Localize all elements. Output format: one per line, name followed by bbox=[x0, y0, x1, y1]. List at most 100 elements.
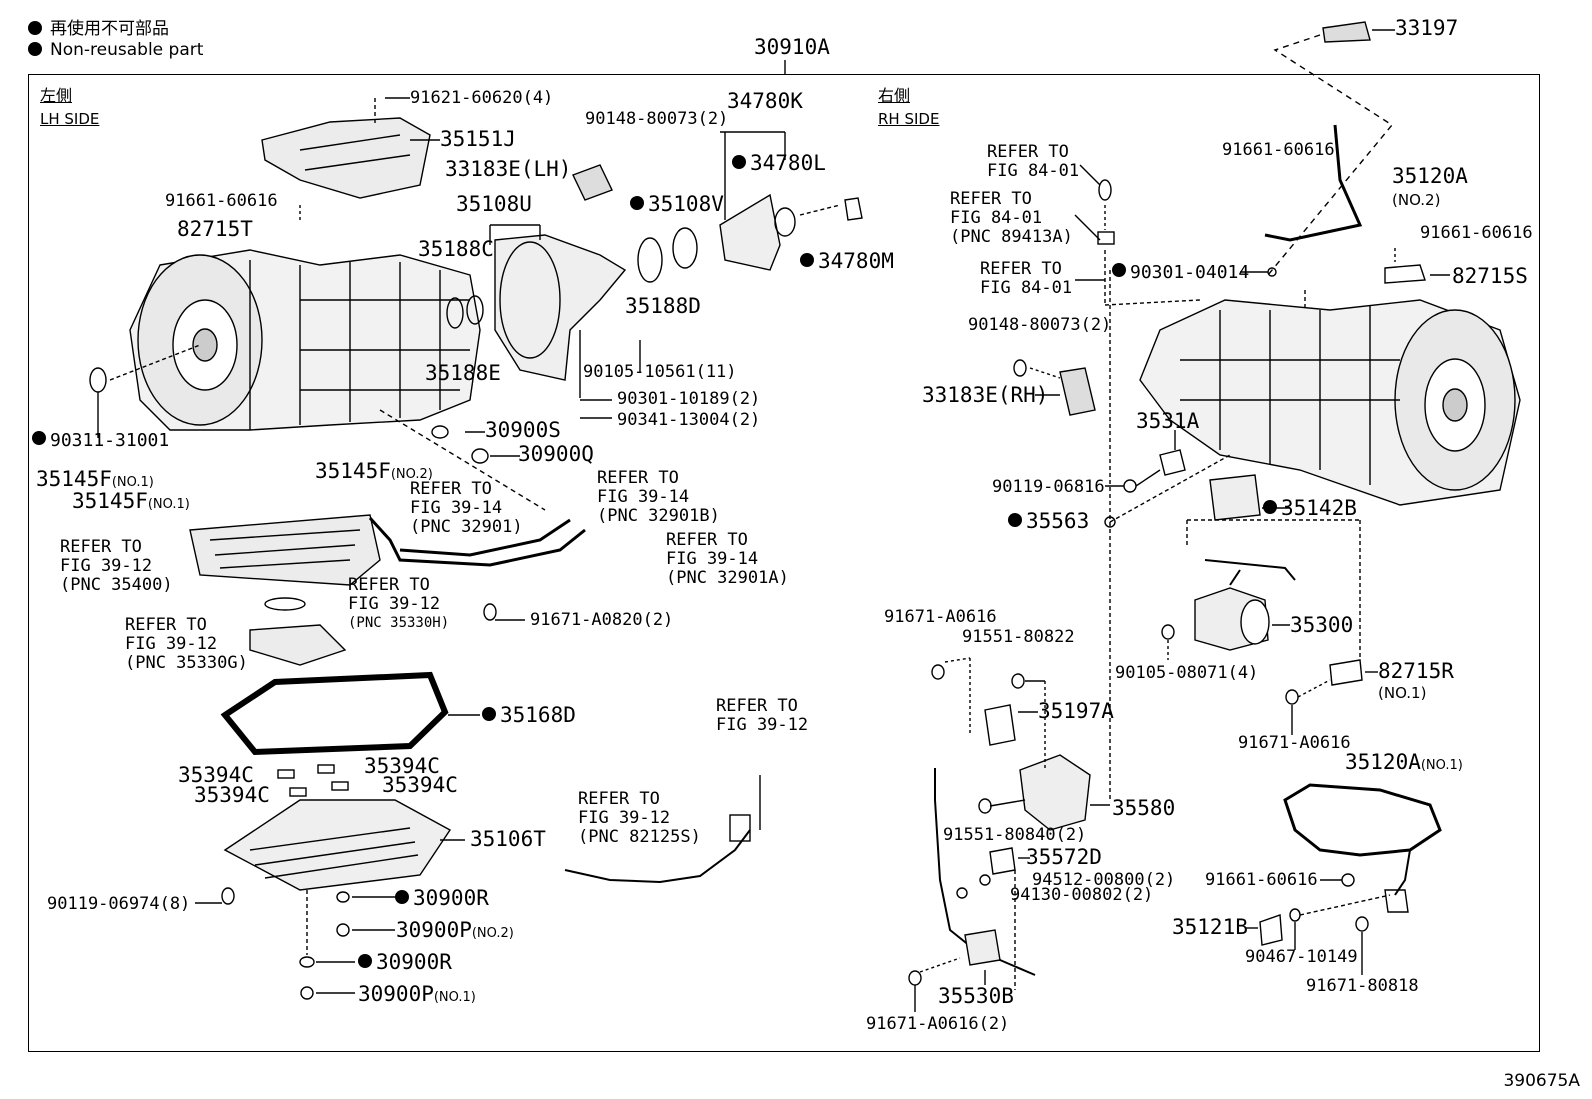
label-30900r-a: 30900R bbox=[395, 887, 489, 910]
label-90119-06974: 90119-06974(8) bbox=[47, 894, 191, 914]
label-82715t: 82715T bbox=[177, 217, 253, 241]
document-id: 390675A bbox=[1503, 1071, 1580, 1091]
label-91671-a0616-b: 91671-A0616 bbox=[1238, 733, 1351, 753]
magnet-35394c-c bbox=[289, 787, 307, 797]
label-82715r-sub: (NO.1) bbox=[1378, 684, 1427, 702]
bracket-33197-drawing bbox=[1322, 21, 1371, 43]
pan-gasket-35168d bbox=[220, 671, 449, 756]
label-94130: 94130-00802(2) bbox=[1010, 885, 1154, 905]
strainer-drawing bbox=[249, 624, 347, 666]
diagram-frame bbox=[28, 74, 1540, 1052]
magnet-35394c-b bbox=[317, 764, 335, 774]
label-35188d: 35188D bbox=[625, 294, 701, 318]
legend-jp: 再使用不可部品 bbox=[28, 14, 169, 39]
label-35197a: 35197A bbox=[1038, 699, 1114, 723]
bearing-35108v bbox=[672, 227, 698, 269]
label-91661-lh: 91661-60616 bbox=[165, 191, 278, 211]
label-91661-rh: 91661-60616 bbox=[1222, 140, 1335, 160]
clamp-35121b bbox=[1259, 914, 1283, 946]
legend-jp-text: 再使用不可部品 bbox=[50, 19, 169, 39]
label-35188c: 35188C bbox=[418, 237, 494, 261]
rh-side-en: RH SIDE bbox=[878, 110, 940, 128]
label-91671-a0820: 91671-A0820(2) bbox=[530, 610, 674, 630]
label-35530b: 35530B bbox=[938, 984, 1014, 1008]
legend-en-text: Non-reusable part bbox=[50, 40, 204, 60]
label-35145f-no2: 35145F(NO.2) bbox=[315, 459, 433, 483]
bracket-82715s bbox=[1384, 264, 1426, 284]
label-91671-80818: 91671-80818 bbox=[1306, 976, 1419, 996]
lh-cover-drawing bbox=[261, 117, 431, 199]
lh-side-en: LH SIDE bbox=[40, 110, 100, 128]
speed-sensor-wire-35120a-no1 bbox=[1283, 783, 1442, 857]
label-33183e-lh: 33183E(LH) bbox=[445, 157, 572, 181]
plug-30900q bbox=[471, 448, 489, 464]
label-35106t: 35106T bbox=[470, 827, 546, 851]
bracket-33183e-lh bbox=[572, 164, 613, 201]
label-35120a-no2: 35120A bbox=[1392, 164, 1468, 188]
washer-34780l bbox=[774, 207, 796, 237]
label-35145f-no1-b: 35145F(NO.1) bbox=[72, 489, 190, 513]
label-91551-80840: 91551-80840(2) bbox=[943, 825, 1087, 845]
label-35572d: 35572D bbox=[1026, 845, 1102, 869]
speed-sensor-wire-35120a-no2 bbox=[1264, 124, 1363, 242]
label-91621: 91621-60620(4) bbox=[410, 88, 554, 108]
label-90301-04014: 90301-04014 bbox=[1112, 263, 1249, 282]
label-35120a-no1: 35120A(NO.1) bbox=[1345, 750, 1463, 774]
non-reusable-dot-icon bbox=[28, 21, 42, 35]
label-82715s: 82715S bbox=[1452, 264, 1528, 288]
magnet-35394c-a bbox=[277, 769, 295, 779]
label-35121b: 35121B bbox=[1172, 915, 1248, 939]
seal-35188e bbox=[446, 297, 464, 329]
bracket-33183e-rh bbox=[1059, 367, 1096, 416]
label-91661-rh-3: 91661-60616 bbox=[1205, 870, 1318, 890]
label-30900p-no2: 30900P(NO.2) bbox=[396, 918, 514, 942]
label-35120a-no2-sub: (NO.2) bbox=[1392, 191, 1441, 209]
actuator-35580 bbox=[1019, 754, 1091, 831]
label-35142b: 35142B bbox=[1263, 497, 1357, 520]
nut-34780m bbox=[844, 197, 863, 221]
label-35394c-b: 35394C bbox=[178, 763, 254, 787]
label-90467: 90467-10149 bbox=[1245, 947, 1358, 967]
label-91671-a0616-a: 91671-A0616 bbox=[884, 607, 997, 627]
rh-transmission-drawing bbox=[1139, 299, 1521, 506]
label-35300: 35300 bbox=[1290, 613, 1354, 637]
label-90148-lh: 90148-80073(2) bbox=[585, 109, 729, 129]
label-90341: 90341-13004(2) bbox=[617, 410, 761, 430]
label-35145f-no1-a: 35145F(NO.1) bbox=[36, 467, 154, 491]
plug-30900s bbox=[431, 425, 449, 439]
lh-side-jp: 左側 bbox=[40, 86, 73, 105]
label-30900s: 30900S bbox=[485, 418, 561, 442]
bracket-35197a bbox=[984, 704, 1016, 746]
label-35563: 35563 bbox=[1008, 510, 1089, 533]
rh-side-jp: 右側 bbox=[878, 86, 911, 105]
label-34780k: 34780K bbox=[727, 89, 803, 113]
label-3531a: 3531A bbox=[1136, 409, 1200, 433]
label-33183e-rh: 33183E(RH) bbox=[922, 383, 1049, 407]
seal-35188c bbox=[466, 295, 484, 325]
flange-34780k bbox=[719, 193, 781, 271]
label-90311: 90311-31001 bbox=[32, 431, 169, 450]
label-30900p-no1: 30900P(NO.1) bbox=[358, 982, 476, 1006]
label-35151j: 35151J bbox=[440, 127, 516, 151]
label-90301-a: 90301-10189(2) bbox=[617, 389, 761, 409]
label-35168d: 35168D bbox=[482, 704, 576, 727]
seal-90311 bbox=[89, 367, 107, 393]
label-35394c-d: 35394C bbox=[194, 783, 270, 807]
label-91551-80822: 91551-80822 bbox=[962, 627, 1075, 647]
legend-en: Non-reusable part bbox=[28, 40, 203, 60]
gasket-35142b bbox=[1209, 474, 1261, 521]
lh-transmission-drawing bbox=[129, 249, 481, 431]
label-91661-rh-2: 91661-60616 bbox=[1420, 223, 1533, 243]
bracket-35572d bbox=[989, 847, 1016, 875]
